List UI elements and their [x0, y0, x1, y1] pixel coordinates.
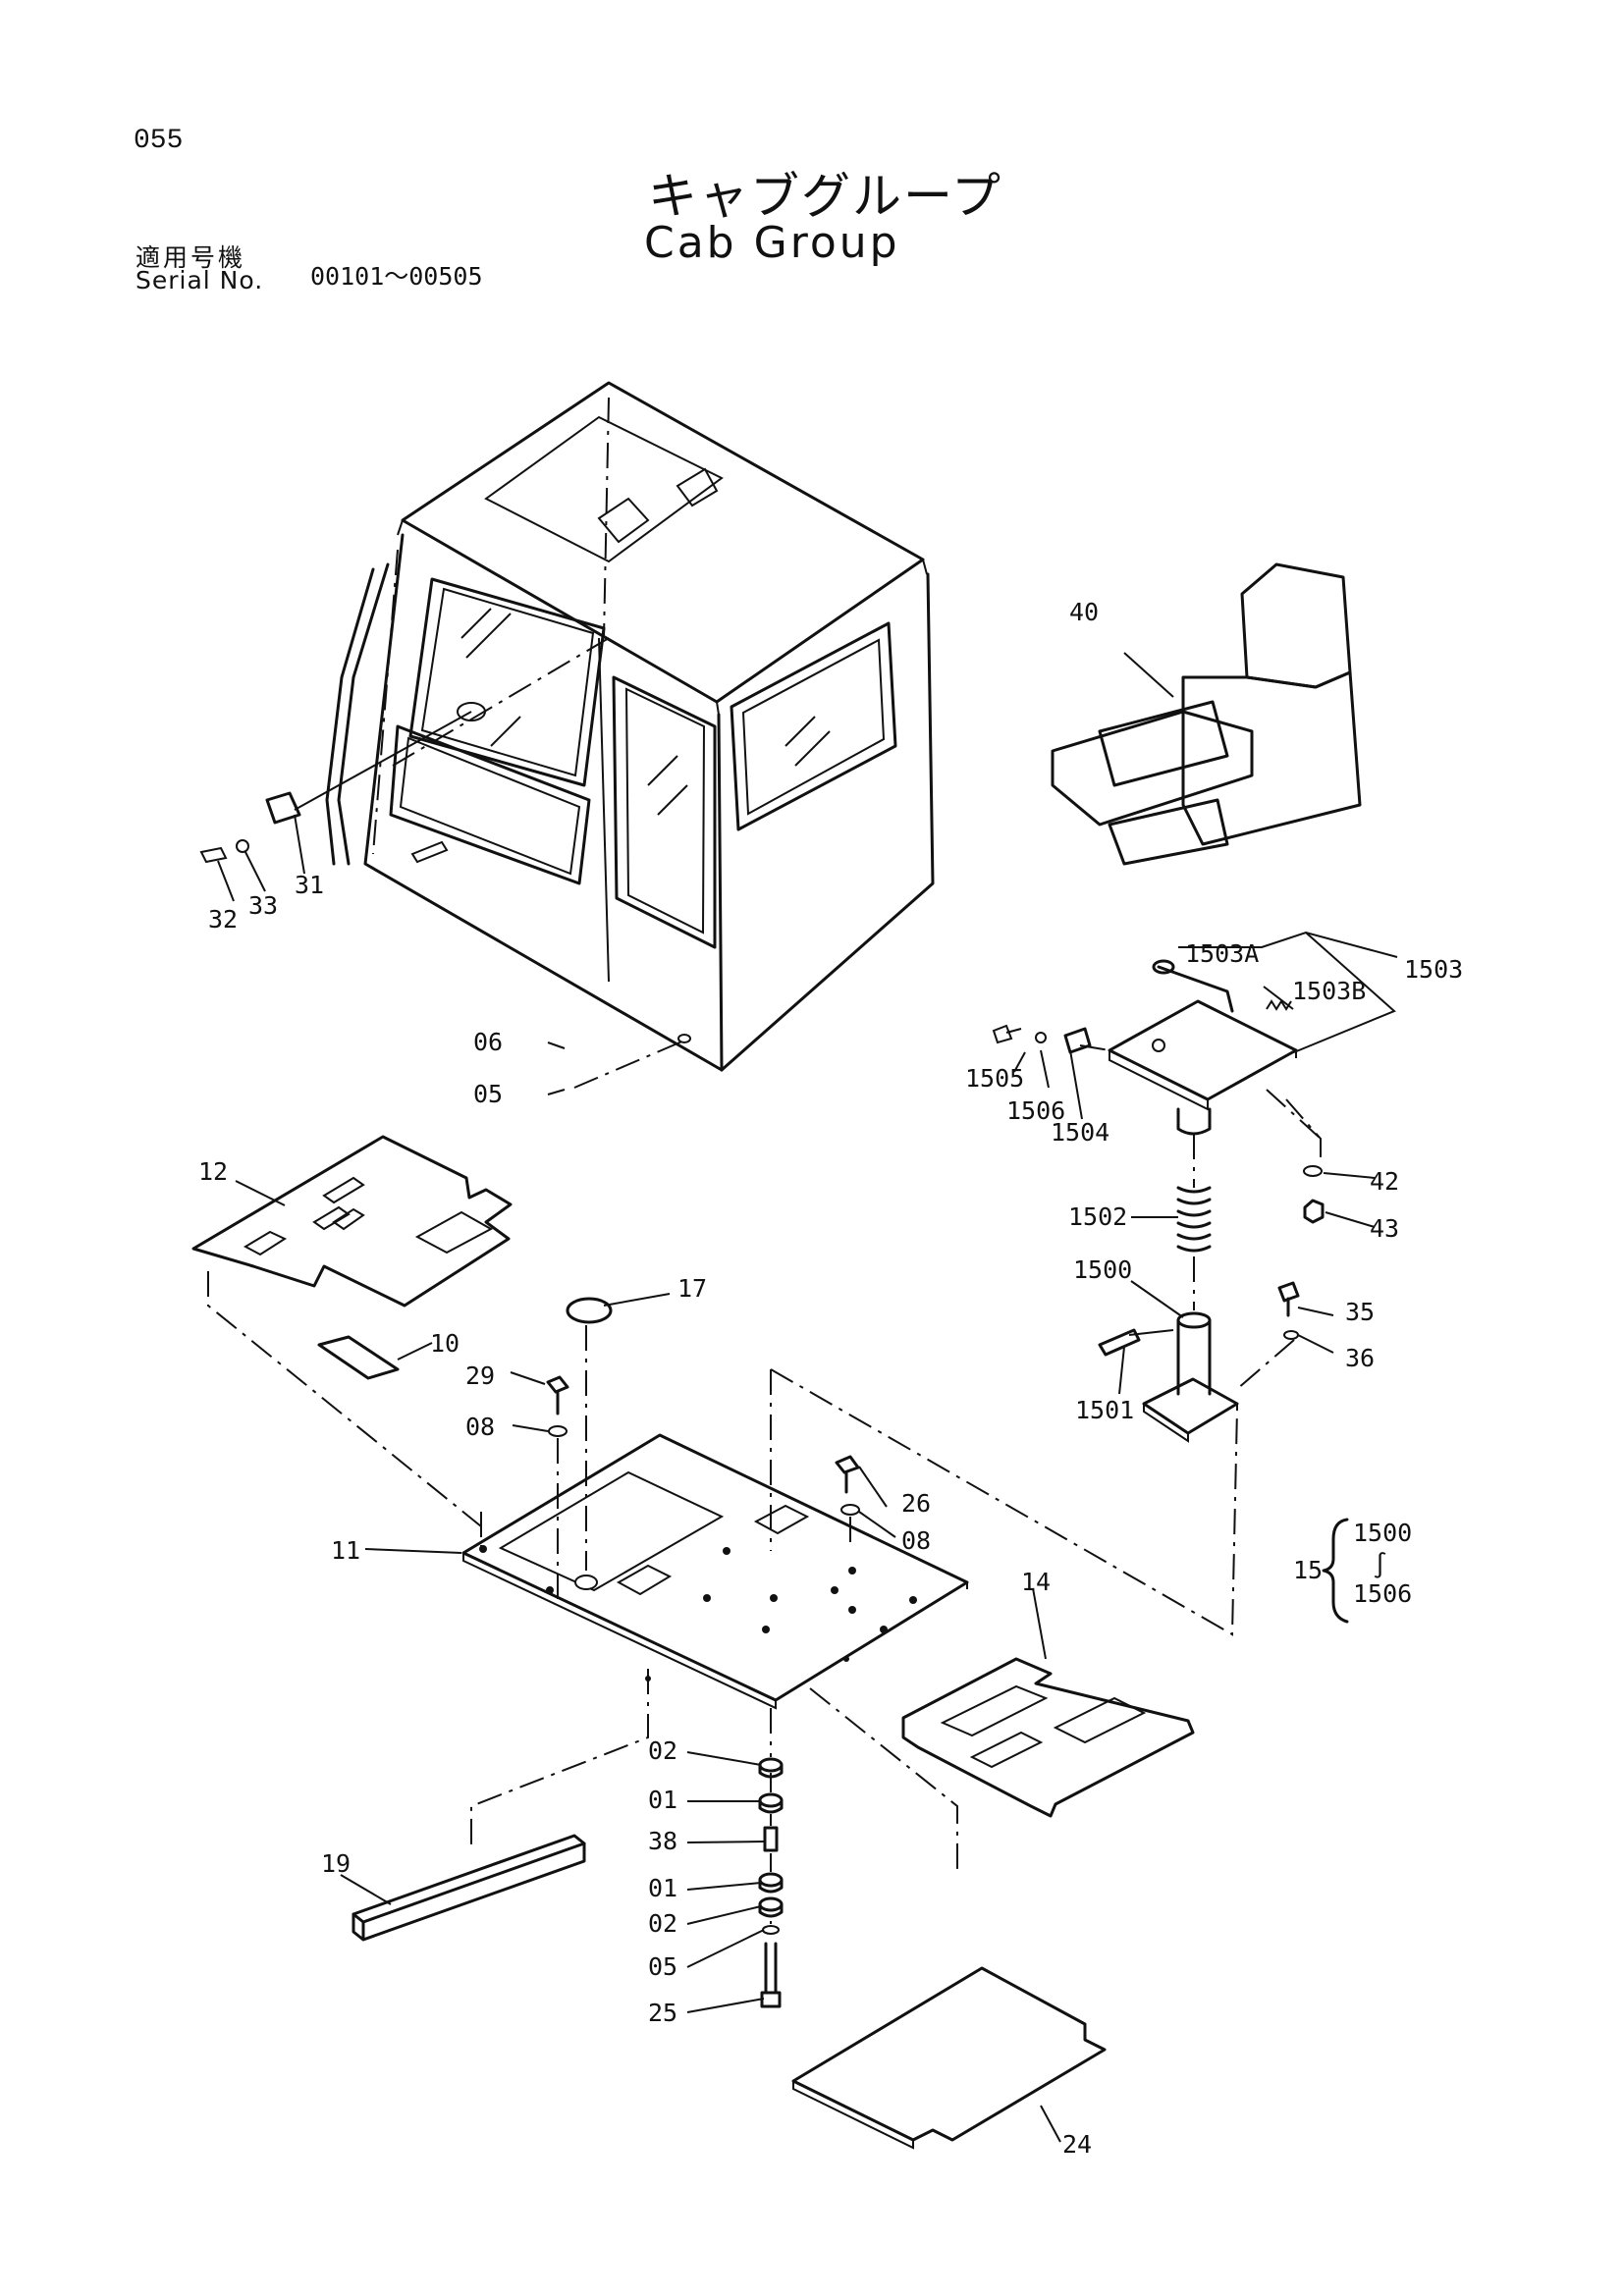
- kit-number: 15: [1293, 1556, 1323, 1584]
- mirror-assembly: [199, 702, 486, 864]
- kit-range-to: 1506: [1353, 1579, 1412, 1608]
- callout-1500: 1500: [1073, 1255, 1132, 1284]
- callout-1503: 1503: [1404, 955, 1463, 984]
- mount-stack-drawing: [758, 1757, 784, 2008]
- callout-10: 10: [430, 1329, 460, 1358]
- page-number: 055: [134, 126, 184, 156]
- callout-05-cab: 05: [473, 1080, 503, 1108]
- callout-26: 26: [901, 1489, 931, 1518]
- callout-36: 36: [1345, 1344, 1375, 1372]
- floor-plate-drawing: [461, 1433, 969, 1710]
- callout-14: 14: [1021, 1568, 1051, 1596]
- callout-43: 43: [1370, 1214, 1399, 1243]
- callout-31: 31: [295, 871, 324, 899]
- leader-lines: [217, 652, 1398, 2143]
- callout-38: 38: [648, 1827, 677, 1855]
- kit-range-separator: ∫: [1373, 1551, 1387, 1579]
- callout-1503B: 1503B: [1292, 977, 1366, 1005]
- callout-05-stack: 05: [648, 1952, 677, 1981]
- callout-1503A: 1503A: [1185, 939, 1259, 968]
- mat-24-drawing: [791, 1966, 1107, 2150]
- callout-1505: 1505: [965, 1064, 1024, 1093]
- callout-12: 12: [198, 1157, 228, 1186]
- callout-33: 33: [248, 891, 278, 920]
- callout-06: 06: [473, 1028, 503, 1056]
- part-10-drawing: [317, 1335, 400, 1380]
- serial-range: 00101～00505: [310, 262, 483, 291]
- construction-lines: [207, 1040, 1322, 1924]
- callout-02-top: 02: [648, 1736, 677, 1765]
- callout-labels: 32 33 31 40 06 05 1503A 1503B 1503 1505 …: [198, 598, 1463, 2159]
- seat-drawing: [1051, 562, 1362, 866]
- callout-1501: 1501: [1075, 1396, 1134, 1424]
- callout-02-bottom: 02: [648, 1909, 677, 1938]
- callout-19: 19: [321, 1849, 351, 1878]
- callout-42: 42: [1370, 1167, 1399, 1196]
- kit-range-from: 1500: [1353, 1519, 1412, 1547]
- serial-label-english: Serial No.: [135, 266, 264, 294]
- plate-12-drawing: [191, 1135, 513, 1308]
- callout-24: 24: [1062, 2130, 1092, 2159]
- callout-25: 25: [648, 1999, 677, 2027]
- callout-32: 32: [208, 905, 238, 934]
- title-english: Cab Group: [644, 218, 900, 268]
- callout-11: 11: [331, 1536, 360, 1565]
- serial-label-japanese: 適用号機: [135, 243, 246, 272]
- seat-stand-drawing: [992, 959, 1325, 1443]
- callout-1502: 1502: [1068, 1202, 1127, 1231]
- callout-40: 40: [1069, 598, 1099, 626]
- mat-14-drawing: [901, 1657, 1195, 1818]
- title-japanese: キャブグループ: [648, 168, 1002, 225]
- bolt-26-drawing: [835, 1455, 860, 1516]
- bolt-29-drawing: [546, 1375, 569, 1437]
- board-19-drawing: [352, 1834, 586, 1942]
- cab-drawing: [325, 381, 935, 1072]
- callout-1506: 1506: [1006, 1096, 1065, 1125]
- callout-35: 35: [1345, 1298, 1375, 1326]
- callout-08-left: 08: [465, 1413, 495, 1441]
- callout-01-top: 01: [648, 1786, 677, 1814]
- cap-17-drawing: [566, 1297, 613, 1324]
- callout-08-right: 08: [901, 1526, 931, 1555]
- callout-1504: 1504: [1051, 1118, 1109, 1147]
- callout-29: 29: [465, 1362, 495, 1390]
- kit-brace: [1322, 1518, 1349, 1624]
- callout-17: 17: [677, 1274, 707, 1303]
- callout-01-bottom: 01: [648, 1874, 677, 1902]
